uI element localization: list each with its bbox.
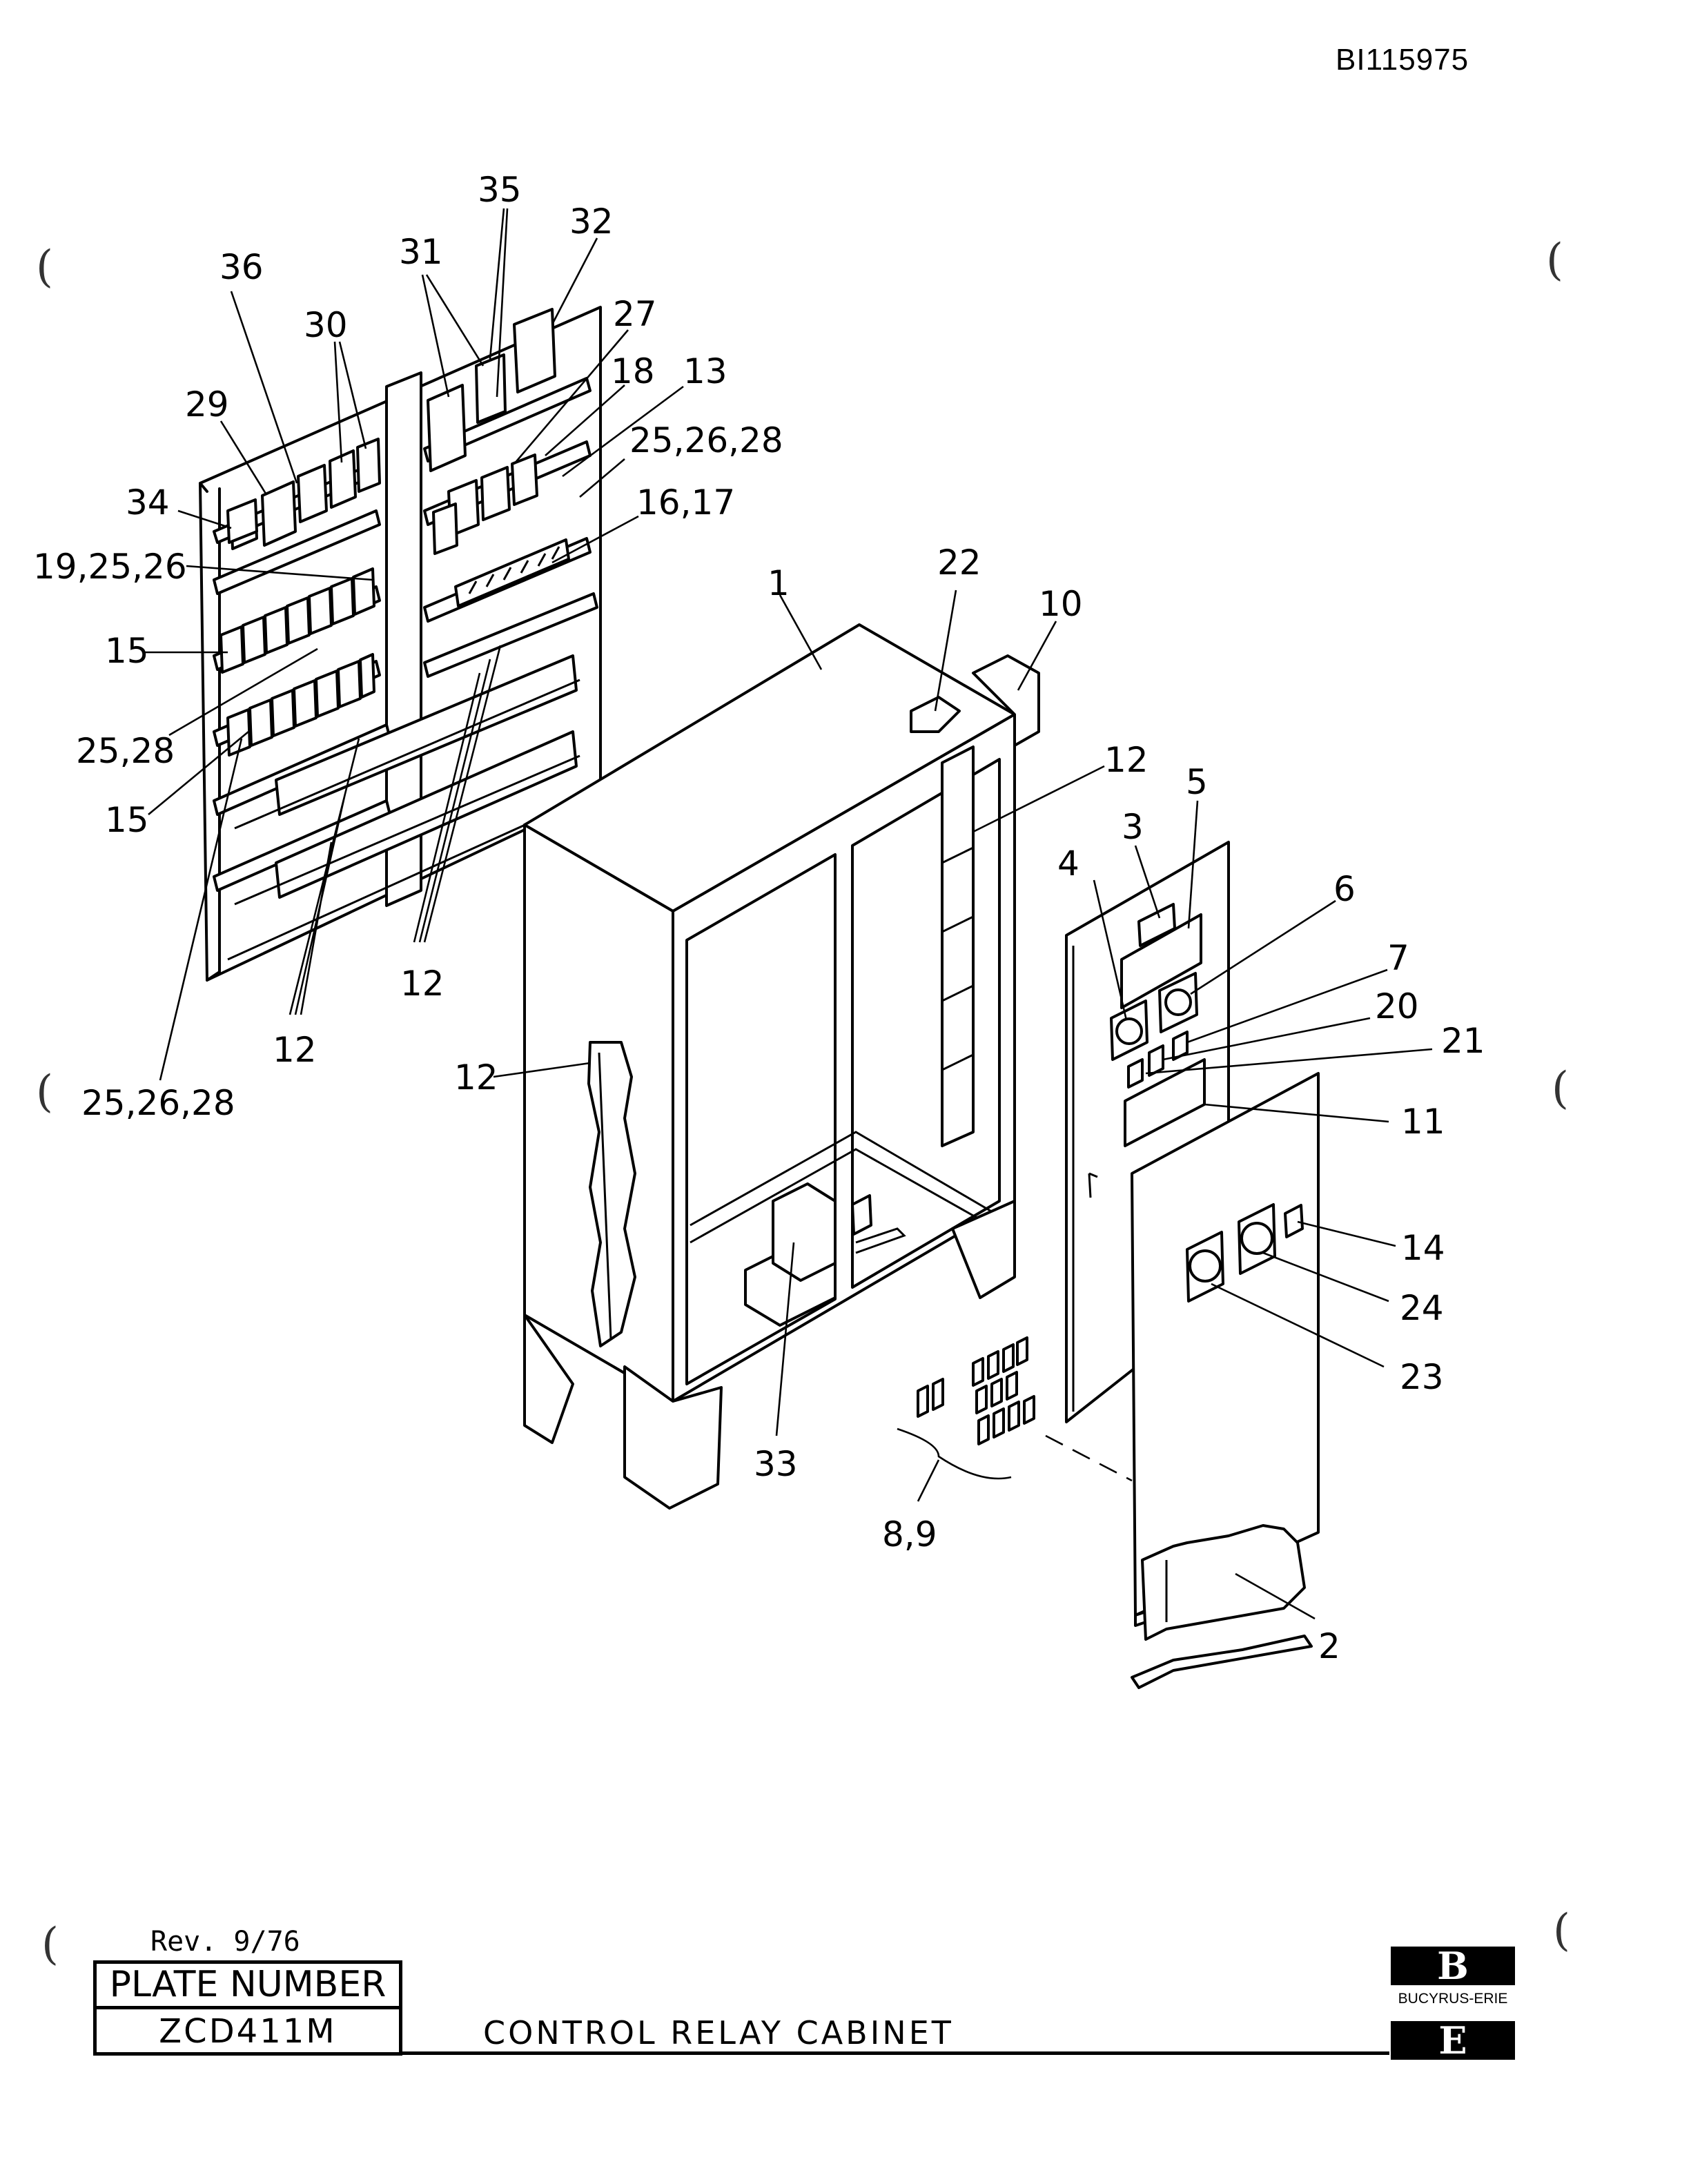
callout-1: 1 <box>768 563 790 603</box>
callout-11: 11 <box>1401 1102 1445 1142</box>
callout-18: 18 <box>611 351 655 391</box>
callout-30: 30 <box>304 305 348 345</box>
leader-lines <box>144 208 1433 1620</box>
callout-35: 35 <box>478 170 522 210</box>
callout-24: 24 <box>1400 1288 1444 1328</box>
callout-31: 31 <box>399 232 443 272</box>
callout-19-25-26: 19,25,26 <box>33 547 187 587</box>
scan-margin-mark: ( <box>1552 1063 1569 1114</box>
callout-23: 23 <box>1400 1357 1444 1397</box>
callout-29: 29 <box>185 384 229 425</box>
logo-e-mark: E <box>1391 2021 1515 2060</box>
plate-number-label: PLATE NUMBER <box>97 1964 399 2009</box>
callout-12-upper-group: 12 <box>400 964 444 1004</box>
callout-22: 22 <box>937 543 981 583</box>
callout-33: 33 <box>754 1444 798 1484</box>
callout-16-17: 16,17 <box>636 482 735 523</box>
callout-12-inner-duct: 12 <box>1104 740 1148 780</box>
scan-margin-mark: ( <box>36 1066 53 1118</box>
scan-margin-mark: ( <box>1553 1905 1570 1956</box>
scan-margin-mark: ( <box>36 242 53 293</box>
scan-margin-mark: ( <box>41 1919 59 1970</box>
callout-25-26-28-bottom: 25,26,28 <box>81 1083 235 1123</box>
callout-36: 36 <box>219 247 264 287</box>
logo-b-mark: B <box>1391 1947 1515 1985</box>
callout-4: 4 <box>1057 844 1079 884</box>
front-door <box>1131 1072 1320 1689</box>
revision-note: Rev. 9/76 <box>150 1926 300 1958</box>
document-id: BI115975 <box>1336 43 1469 77</box>
callout-32: 32 <box>569 202 614 242</box>
callout-13: 13 <box>683 351 727 391</box>
callout-27: 27 <box>613 294 657 334</box>
drawing-title: CONTROL RELAY CABINET <box>483 2014 954 2051</box>
mounting-panel <box>199 306 602 982</box>
logo-company-name: BUCYRUS-ERIE <box>1398 1991 1508 2007</box>
scan-margin-mark: ( <box>1546 235 1563 286</box>
callout-25-28: 25,28 <box>76 731 175 771</box>
callout-3: 3 <box>1122 807 1144 847</box>
callout-6: 6 <box>1333 869 1356 909</box>
bucyrus-erie-logo: B BUCYRUS-ERIE E <box>1391 1947 1515 2060</box>
plate-number-box: PLATE NUMBER ZCD411M <box>93 1960 402 2056</box>
plate-number-value: ZCD411M <box>159 2012 337 2051</box>
callout-labels: 35 32 31 36 30 27 18 13 29 25,26,28 34 1… <box>33 170 1485 1666</box>
callout-21: 21 <box>1441 1021 1485 1061</box>
callout-14: 14 <box>1401 1228 1445 1268</box>
callout-12-lower-group: 12 <box>273 1030 317 1070</box>
callout-7: 7 <box>1387 938 1409 978</box>
fuse-clips <box>897 1336 1133 1482</box>
callout-8-9: 8,9 <box>882 1514 937 1554</box>
callout-10: 10 <box>1039 584 1083 624</box>
callout-25-26-28-top: 25,26,28 <box>629 420 783 460</box>
callout-2: 2 <box>1318 1626 1340 1666</box>
callout-5: 5 <box>1186 762 1208 802</box>
title-underline <box>402 2051 1389 2055</box>
cabinet-body <box>523 623 1040 1510</box>
callout-15-top: 15 <box>105 631 149 671</box>
callout-12-side-duct: 12 <box>454 1057 498 1098</box>
callout-20: 20 <box>1375 986 1419 1026</box>
callout-34: 34 <box>126 482 170 523</box>
callout-15-lower: 15 <box>105 800 149 840</box>
